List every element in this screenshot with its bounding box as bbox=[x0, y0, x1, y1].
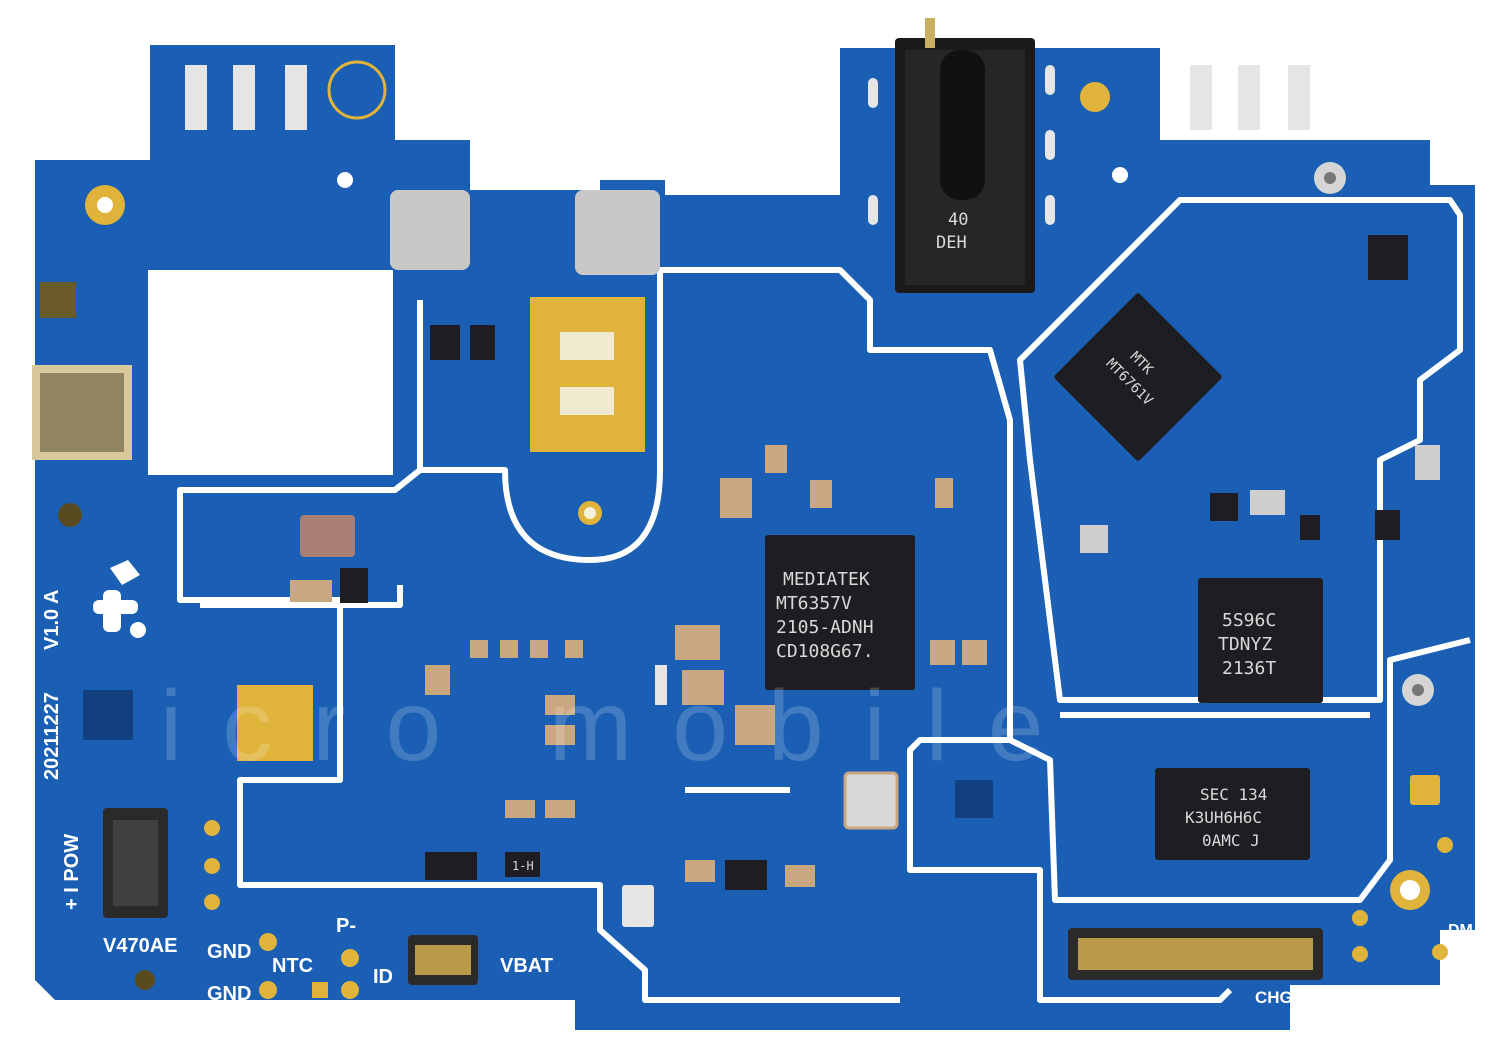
rf-line-3: 2136T bbox=[1222, 658, 1276, 679]
jack-label-2: DEH bbox=[936, 233, 967, 253]
flash-led-1 bbox=[556, 328, 618, 364]
top-pads bbox=[185, 65, 1310, 130]
capacitors bbox=[290, 445, 987, 887]
silk-p-minus: P- bbox=[336, 915, 356, 937]
flex-connectors bbox=[103, 808, 1323, 985]
resistor-label bbox=[622, 885, 654, 927]
crystal bbox=[843, 771, 899, 830]
silk-pow: + I POW bbox=[61, 834, 83, 910]
pcb-board bbox=[35, 45, 1475, 1030]
silk-ntc: NTC bbox=[272, 955, 313, 977]
silk-dm: DM bbox=[1448, 922, 1473, 939]
pmic-line-4: CD108G67. bbox=[776, 641, 874, 662]
jack-pads bbox=[868, 65, 1055, 225]
pmic-chip bbox=[765, 535, 915, 690]
soc-chip: MTK MT6761V bbox=[1054, 293, 1222, 461]
silk-dp: DP bbox=[1448, 945, 1471, 962]
pmic-line-1: MEDIATEK bbox=[783, 569, 870, 590]
brand-logo bbox=[93, 560, 146, 638]
headphone-jack bbox=[895, 18, 1035, 293]
silk-id: ID bbox=[373, 966, 393, 988]
coil-inductor bbox=[300, 515, 355, 557]
test-pads bbox=[40, 282, 1453, 999]
silk-gnd-1: GND bbox=[207, 941, 251, 963]
memory-line-1: SEC 134 bbox=[1200, 785, 1267, 804]
pmic-line-3: 2105-ADNH bbox=[776, 617, 874, 638]
pmic-line-2: MT6357V bbox=[776, 593, 852, 614]
mounting-holes bbox=[58, 60, 1430, 990]
silk-chg: CHG bbox=[1255, 988, 1293, 1007]
antenna-connectors bbox=[1314, 162, 1440, 805]
rf-line-2: TDNYZ bbox=[1218, 634, 1272, 655]
gold-pad bbox=[237, 685, 313, 761]
silk-gnd-2: GND bbox=[207, 983, 251, 1005]
silk-model: V470AE bbox=[103, 935, 178, 957]
silk-vbat: VBAT bbox=[500, 955, 553, 977]
memory-line-3: 0AMC J bbox=[1202, 831, 1260, 850]
memory-line-2: K3UH6H6C bbox=[1185, 808, 1262, 827]
flash-pad bbox=[530, 297, 645, 452]
rf-chip bbox=[1198, 578, 1323, 703]
small-ics bbox=[83, 235, 1440, 890]
silk-coil: 1-H bbox=[512, 859, 534, 873]
camera-cutout bbox=[148, 270, 393, 475]
memory-chip bbox=[1155, 768, 1310, 860]
watermark: icro mobile bbox=[160, 670, 1084, 782]
silk-version: V1.0 A bbox=[41, 590, 63, 650]
jack-label-1: 40 bbox=[948, 210, 968, 230]
silk-date-code: 20211227 bbox=[41, 692, 63, 780]
spring-contacts bbox=[390, 190, 660, 275]
shield-traces bbox=[177, 197, 1471, 1003]
qr-matrix bbox=[32, 365, 132, 460]
rf-line-1: 5S96C bbox=[1222, 610, 1276, 631]
flash-led-2 bbox=[556, 383, 618, 419]
